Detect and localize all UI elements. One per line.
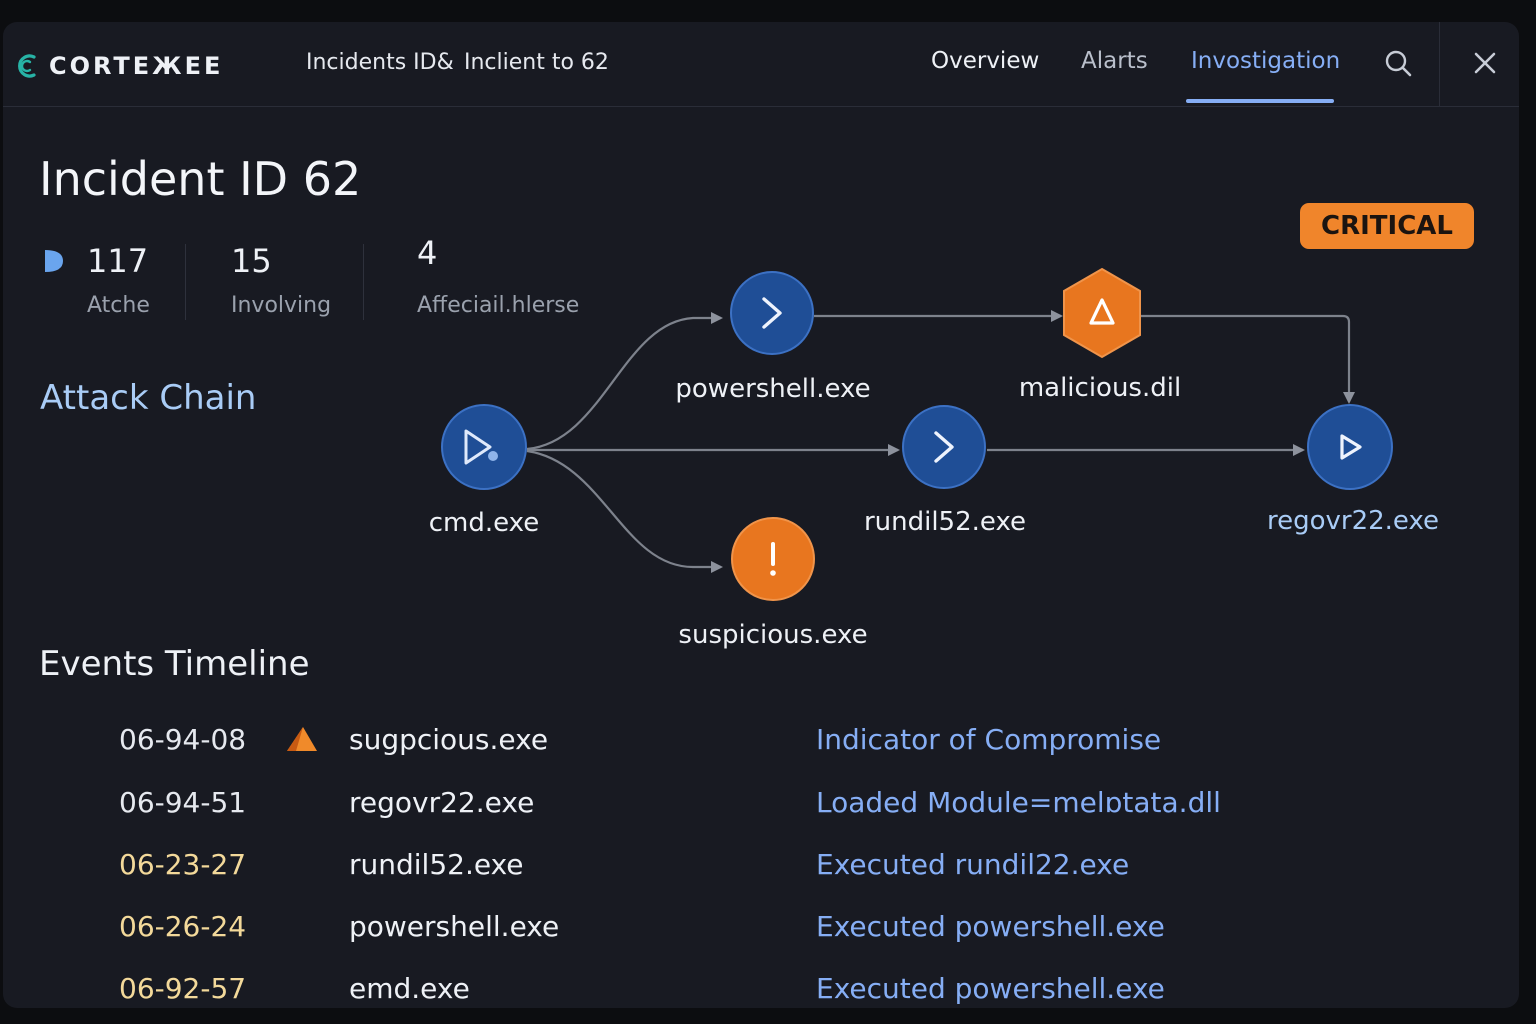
timeline-row[interactable]: 06-94-51 regovr22.exe Loaded Module=melɒ… [3,786,1519,836]
stat-alerts-label: Atche [87,293,150,318]
node-malicious[interactable] [1063,267,1141,359]
stat-indicator-icon [45,250,63,272]
timeline-process: rundil52.exe [349,848,524,881]
logo-icon [18,54,36,78]
node-label-malicious: malicious.dil [1018,373,1182,403]
stat-affected-label: Affeciail.hlerse [417,293,580,318]
timeline-time: 06-23-27 [119,848,247,881]
close-button[interactable] [1468,46,1502,80]
timeline-process: regovr22.exe [349,786,535,819]
timeline-description-link[interactable]: Executed powershell.exe [816,910,1165,943]
warning-icon [287,727,317,751]
stat-affected-value: 4 [417,234,438,272]
stat-divider [363,244,364,320]
node-label-powershell: powershell.exe [675,374,871,404]
events-timeline-title: Events Timeline [39,644,310,684]
timeline-time: 06-94-08 [119,723,247,756]
timeline-description-link[interactable]: Indicator of Compromise [816,723,1162,756]
edge-malicious-regovr [1141,314,1355,404]
timeline-description-link[interactable]: Executed powershell.exe [816,972,1165,1005]
node-powershell[interactable] [730,271,814,355]
node-label-cmd: cmd.exe [428,508,540,538]
timeline-row[interactable]: 06-23-27 rundil52.exe Executed rundil22.… [3,848,1519,898]
timeline-row[interactable]: 06-26-24 powershell.exe Executed powersh… [3,910,1519,960]
breadcrumb-incidents[interactable]: Incidents ID& [306,50,454,75]
timeline-description-link[interactable]: Loaded Module=melɒtata.dll [816,786,1221,819]
search-icon [1385,50,1412,77]
attack-chain-graph [441,267,1393,601]
timeline-time: 06-92-57 [119,972,247,1005]
severity-badge: CRITICAL [1300,203,1474,249]
exclamation-icon [770,542,776,576]
timeline-row[interactable]: 06-92-57 emd.exe Executed powershell.exe [3,972,1519,1008]
stat-involving-label: Involving [231,293,332,318]
search-button[interactable] [1381,46,1415,80]
timeline-description-link[interactable]: Executed rundil22.exe [816,848,1130,881]
stat-divider [185,244,186,320]
stat-alerts-value: 117 [87,242,149,280]
play-icon [1340,434,1362,460]
edge-cmd-suspicious [526,449,723,573]
timeline-row[interactable]: 06-94-08 sugpcious.exe Indicator of Comp… [3,723,1519,773]
top-bar: CORTEЖЕЕ Incidents ID& Inclient to 62 Ov… [3,22,1519,107]
logo[interactable]: CORTEЖЕЕ [15,48,223,84]
app-window: CORTEЖЕЕ Incidents ID& Inclient to 62 Ov… [3,22,1519,1008]
node-label-rundil: rundil52.exe [863,507,1027,537]
tab-alerts[interactable]: Alarts [1081,48,1148,74]
node-cmd[interactable] [441,404,527,490]
node-label-suspicious: suspicious.exe [678,620,868,650]
topbar-divider [1439,22,1440,106]
node-suspicious[interactable] [731,517,815,601]
attack-chain-title: Attack Chain [40,378,257,418]
graph-edges [526,310,1355,573]
timeline-process: emd.exe [349,972,470,1005]
active-tab-indicator [1186,99,1334,103]
node-label-regovr: regovr22.exe [1266,506,1440,536]
logo-text: CORTEЖЕЕ [49,52,224,80]
chevron-right-icon [762,297,782,329]
edge-cmd-powershell [526,312,723,451]
play-icon [464,429,498,465]
breadcrumb-current-incident[interactable]: Inclient to 62 [464,50,609,75]
timeline-process: sugpcious.exe [349,723,549,756]
stat-involving-value: 15 [231,242,272,280]
timeline-time: 06-26-24 [119,910,247,943]
timeline-time: 06-94-51 [119,786,247,819]
tab-investigation[interactable]: Invostigation [1191,48,1341,74]
warning-triangle-icon [1089,298,1115,325]
close-icon [1474,52,1496,74]
chevron-right-icon [934,431,954,463]
timeline-process: powershell.exe [349,910,560,943]
node-regovr[interactable] [1307,404,1393,490]
page-title: Incident ID 62 [39,152,362,206]
node-rundil[interactable] [902,405,986,489]
tab-overview[interactable]: Overview [931,48,1040,74]
